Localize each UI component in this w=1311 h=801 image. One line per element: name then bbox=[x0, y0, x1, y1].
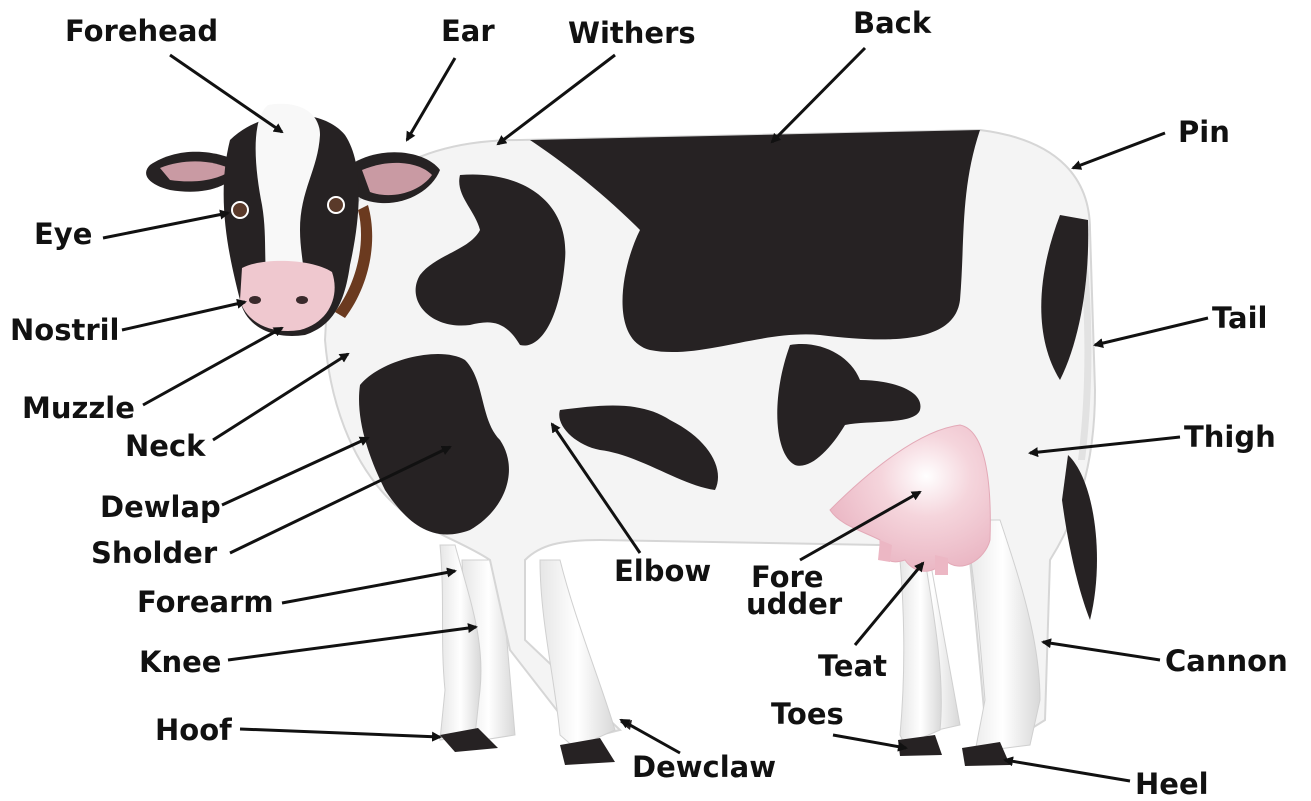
label-toes: Toes bbox=[771, 697, 844, 731]
arrow-dewclaw bbox=[621, 720, 680, 753]
label-forehead: Forehead bbox=[65, 14, 218, 48]
label-heel: Heel bbox=[1135, 767, 1209, 801]
tail-switch bbox=[1062, 455, 1097, 620]
label-knee: Knee bbox=[139, 645, 221, 679]
nostril-right bbox=[296, 296, 308, 304]
arrow-withers bbox=[498, 55, 615, 144]
label-back: Back bbox=[853, 6, 932, 40]
arrow-neck bbox=[213, 354, 348, 440]
label-fore-udder-line2: udder bbox=[746, 587, 843, 621]
arrow-hoof bbox=[240, 729, 440, 737]
label-ear: Ear bbox=[441, 14, 495, 48]
label-muzzle: Muzzle bbox=[22, 391, 135, 425]
label-dewclaw: Dewclaw bbox=[632, 750, 776, 784]
label-tail: Tail bbox=[1212, 301, 1268, 335]
arrow-toes bbox=[833, 735, 906, 748]
label-neck: Neck bbox=[125, 429, 206, 463]
label-dewlap: Dewlap bbox=[100, 490, 221, 524]
arrow-pin bbox=[1073, 133, 1165, 168]
label-withers: Withers bbox=[568, 16, 696, 50]
arrow-nostril bbox=[122, 302, 245, 330]
arrow-forehead bbox=[170, 55, 282, 132]
label-eye: Eye bbox=[34, 217, 92, 251]
front-leg-2 bbox=[540, 560, 615, 748]
label-hoof: Hoof bbox=[155, 713, 232, 747]
arrow-back bbox=[772, 48, 865, 142]
label-forearm: Forearm bbox=[137, 585, 274, 619]
label-thigh: Thigh bbox=[1184, 420, 1276, 454]
arrow-eye bbox=[103, 213, 228, 238]
eye-left bbox=[232, 202, 248, 218]
eye-right bbox=[328, 197, 344, 213]
arrow-forearm bbox=[282, 571, 455, 603]
label-pin: Pin bbox=[1178, 115, 1230, 149]
label-cannon: Cannon bbox=[1165, 644, 1288, 678]
label-elbow: Elbow bbox=[614, 554, 711, 588]
teat-2 bbox=[935, 555, 948, 575]
arrow-cannon bbox=[1043, 642, 1160, 660]
nostril-left bbox=[249, 296, 261, 304]
arrow-tail bbox=[1095, 318, 1208, 345]
arrow-muzzle bbox=[143, 328, 282, 405]
arrow-dewlap bbox=[222, 438, 368, 505]
label-teat: Teat bbox=[818, 649, 887, 683]
cow-illustration bbox=[146, 104, 1097, 766]
arrow-knee bbox=[228, 627, 476, 660]
label-sholder: Sholder bbox=[91, 536, 218, 570]
arrow-heel bbox=[1005, 760, 1130, 781]
arrow-ear bbox=[407, 58, 455, 140]
label-nostril: Nostril bbox=[10, 313, 120, 347]
